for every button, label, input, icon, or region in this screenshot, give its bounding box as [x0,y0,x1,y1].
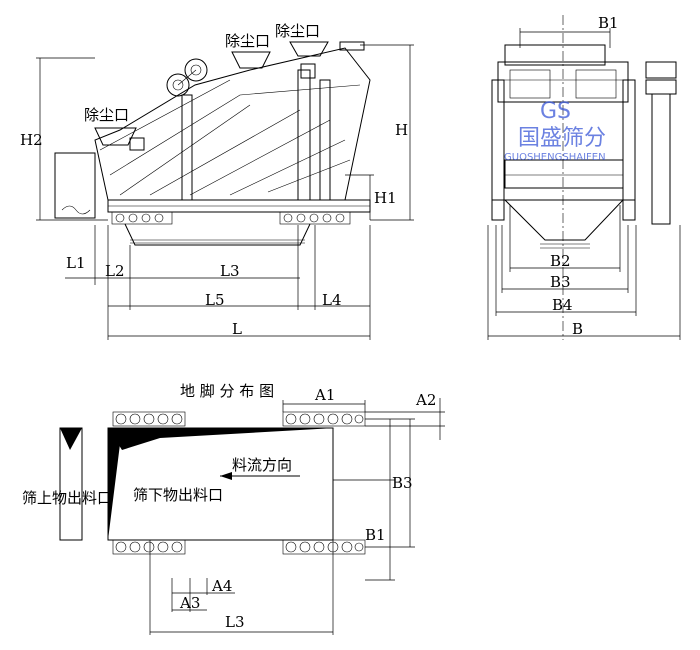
foundation-title: 地 脚 分 布 图 [180,382,274,400]
dim-l3: L3 [220,262,240,280]
dim-a4: A4 [211,577,232,595]
dim-b2: B2 [550,252,571,270]
dim-l3-foundation: L3 [225,613,245,631]
dim-b: B [572,320,583,338]
undersize-outlet-label: 筛下物出料口 [133,486,223,504]
dim-a3: A3 [179,594,200,612]
dim-b3-foundation: B3 [392,474,413,492]
dim-b4: B4 [552,296,573,314]
dim-b1-foundation: B1 [365,526,386,544]
dim-h: H [395,121,408,139]
watermark-logo: GS [540,99,571,124]
dim-l1: L1 [66,254,86,272]
dust-port-label-3: 除尘口 [275,22,320,40]
oversize-outlet-label: 筛上物出料口 [22,489,112,507]
watermark-pinyin: GUOSHENGSHAIFEN [504,152,606,163]
watermark-company: 国盛筛分 [518,126,606,151]
dim-a2: A2 [415,391,436,409]
dim-l2: L2 [105,262,125,280]
front-view: B1 B2 B3 B4 B GS 国盛筛分 GUOSHENGSHAIFEN [487,14,681,340]
flow-direction-label: 料流方向 [232,456,292,474]
dim-l5: L5 [205,291,225,309]
dust-port-label-1: 除尘口 [84,106,129,124]
dim-h2: H2 [20,131,43,149]
dim-l: L [232,320,242,338]
side-view: H2 H H1 L1 L2 L3 L4 L5 L 除尘口 除尘口 除尘口 [20,22,414,340]
dim-b1: B1 [598,14,619,32]
dim-l4: L4 [322,291,342,309]
foundation-layout: 地 脚 分 布 图 料流方向 筛上物出料口 筛下物出料口 A1 [22,382,445,635]
dim-a1: A1 [314,386,335,404]
dim-b3: B3 [550,273,571,291]
dim-h1: H1 [374,189,397,207]
dust-port-label-2: 除尘口 [225,32,270,50]
